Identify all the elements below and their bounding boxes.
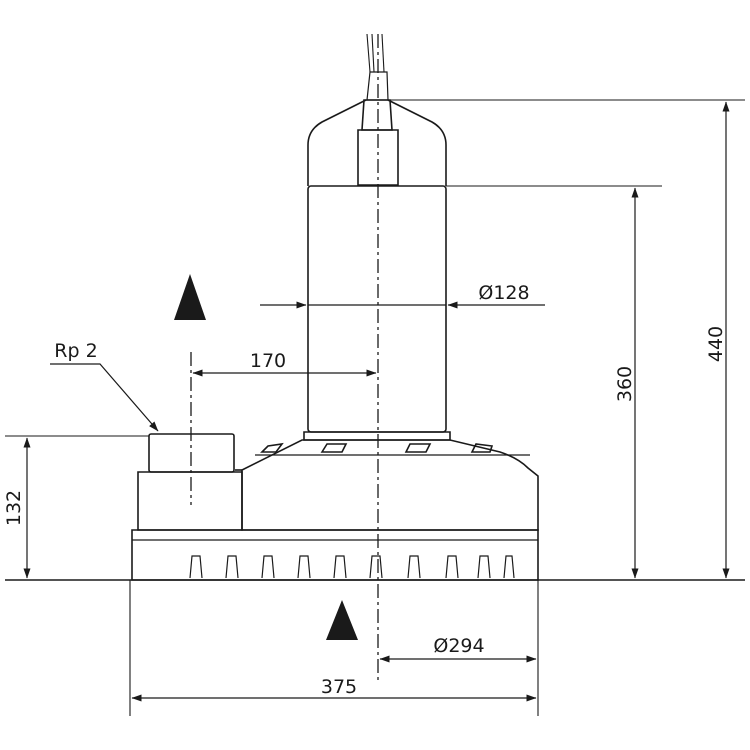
dim-170-text: 170: [250, 350, 286, 372]
dimension-outlet-offset: 170: [192, 350, 377, 377]
dim-132-text: 132: [3, 490, 25, 526]
dim-440-text: 440: [705, 326, 727, 362]
thread-callout: Rp 2: [50, 340, 159, 432]
pump-body: [235, 439, 539, 531]
flow-direction-up-triangle-inlet: [326, 600, 358, 640]
motor-top-cover: [307, 99, 447, 186]
motor-housing: [303, 185, 451, 441]
dim-375-text: 375: [321, 676, 357, 698]
dimension-base-diameter: Ø294: [379, 635, 537, 663]
dimension-overall-width: 375: [131, 676, 537, 702]
dim-d294-text: Ø294: [433, 635, 484, 657]
dim-360-text: 360: [614, 366, 636, 402]
dimension-motor-height: 360: [614, 187, 639, 579]
vent-slots: [260, 442, 494, 453]
dimension-outlet-height: 132: [3, 437, 31, 579]
dimension-overall-height: 440: [705, 101, 730, 579]
inlet-openings: [189, 555, 515, 579]
outlet-port: [137, 433, 243, 531]
rp2-label: Rp 2: [54, 340, 97, 362]
flow-direction-up-triangle-outlet: [174, 274, 206, 320]
cable-gland: [357, 99, 399, 186]
dim-d128-text: Ø128: [478, 282, 529, 304]
dimension-motor-diameter: Ø128: [260, 282, 545, 309]
